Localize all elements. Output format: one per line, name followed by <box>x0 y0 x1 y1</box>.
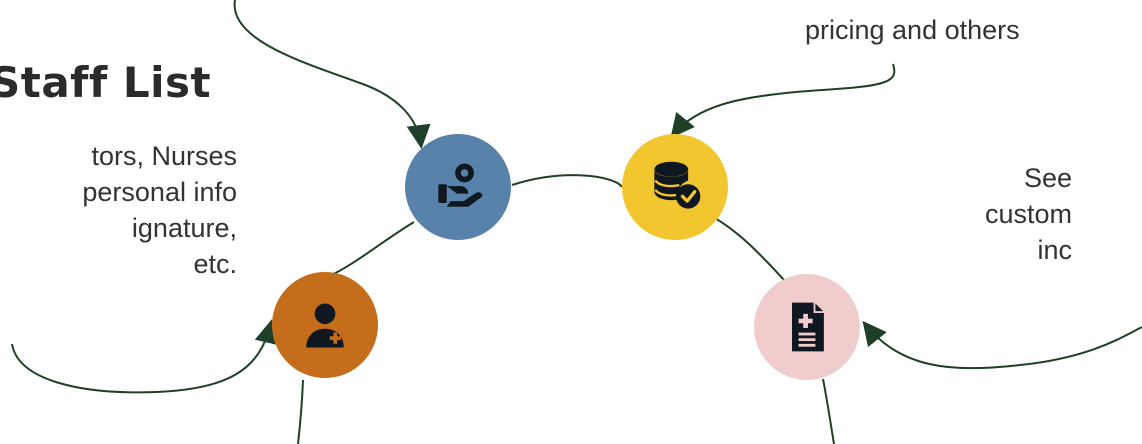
pricing-description: pricing and others <box>805 15 1020 45</box>
staff-list-line-1: tors, Nurses <box>91 141 237 171</box>
care-node[interactable] <box>405 134 511 240</box>
arrow-top-right <box>670 63 896 139</box>
arrow-left <box>11 319 279 394</box>
database-check-icon <box>654 161 701 209</box>
customer-info-line-2: custom <box>985 199 1073 229</box>
arrow-top-left <box>233 0 431 149</box>
medical-record-icon <box>792 302 824 352</box>
cycle-arc-right <box>712 216 788 284</box>
database-node[interactable] <box>622 134 728 240</box>
customer-info-line-1: See <box>1023 163 1073 193</box>
cycle-arc-left <box>326 221 415 278</box>
doctor-icon <box>306 303 344 348</box>
staff-list-line-3: ignature, <box>131 213 237 243</box>
staff-list-description: tors, Nurses personal info ignature, etc… <box>82 138 237 282</box>
staff-list-line-4: etc. <box>193 249 237 279</box>
cycle-arc-top <box>511 174 623 188</box>
record-node[interactable] <box>754 274 860 380</box>
cycle-arc-lower-right <box>822 378 835 444</box>
customer-info-description: See custom inc <box>985 160 1072 268</box>
staff-list-title: Staff List <box>0 58 212 107</box>
staff-list-line-2: personal info <box>82 177 237 207</box>
arrow-right <box>862 320 1142 370</box>
cycle-arc-lower-left <box>297 379 304 444</box>
hand-care-icon <box>438 163 483 207</box>
customer-info-line-3: inc <box>1037 235 1073 265</box>
staff-node[interactable] <box>272 272 378 378</box>
